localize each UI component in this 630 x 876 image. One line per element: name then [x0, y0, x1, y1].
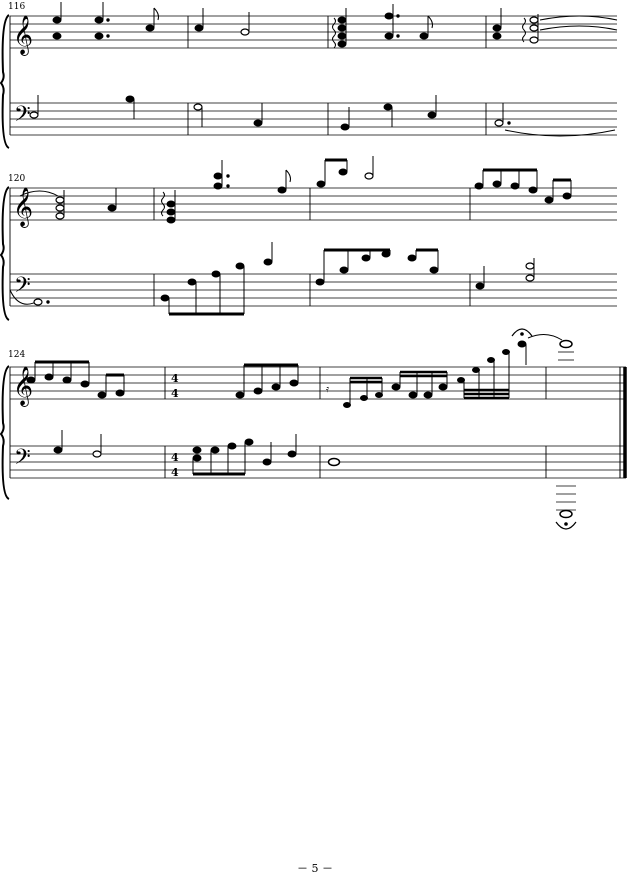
notes-measure-117	[194, 8, 250, 36]
page-number: － 5 －	[297, 862, 333, 875]
time-sig-numerator: 4	[171, 451, 179, 464]
treble-staff	[10, 187, 617, 221]
measure-number: 124	[8, 350, 25, 360]
measure-number: 120	[8, 174, 25, 184]
treble-notes-system-3: 𝄿	[26, 328, 574, 408]
final-barline	[619, 367, 627, 478]
measure-number: 116	[8, 2, 25, 12]
treble-clef-icon: 𝄞	[13, 187, 33, 228]
barlines	[9, 188, 471, 306]
grand-staff-brace	[0, 14, 10, 149]
notes-measure-116	[52, 2, 159, 40]
bass-notes-system-1	[29, 95, 616, 137]
notes-measure-118	[332, 4, 433, 49]
system-2: 120 𝄞 𝄢	[0, 156, 617, 321]
bass-notes-system-2	[9, 242, 535, 316]
system-1: 116 𝄞 𝄢	[0, 2, 618, 149]
grand-staff-brace	[0, 186, 10, 321]
time-signature-bass: 4 4	[171, 451, 179, 479]
time-signature-treble: 4 4	[171, 372, 179, 400]
bass-staff	[10, 273, 617, 307]
time-sig-denominator: 4	[171, 387, 179, 400]
system-3: 124 𝄞 𝄢 4 4 4	[0, 328, 627, 530]
bass-staff	[10, 445, 626, 479]
barlines	[9, 367, 547, 478]
bass-notes-system-3	[53, 430, 577, 530]
time-sig-numerator: 4	[171, 372, 179, 385]
barlines	[9, 16, 487, 135]
bass-clef-icon: 𝄢	[14, 273, 31, 303]
svg-text:𝄿: 𝄿	[326, 384, 329, 395]
bass-clef-icon: 𝄢	[14, 445, 31, 475]
bass-clef-icon: 𝄢	[14, 102, 31, 132]
treble-clef-icon: 𝄞	[13, 15, 33, 56]
treble-clef-icon: 𝄞	[13, 366, 33, 407]
treble-staff	[10, 15, 617, 49]
notes-measure-119	[492, 8, 618, 44]
bass-staff	[10, 102, 617, 136]
treble-notes-system-2	[19, 156, 572, 224]
time-sig-denominator: 4	[171, 466, 179, 479]
grand-staff-brace	[0, 365, 10, 500]
